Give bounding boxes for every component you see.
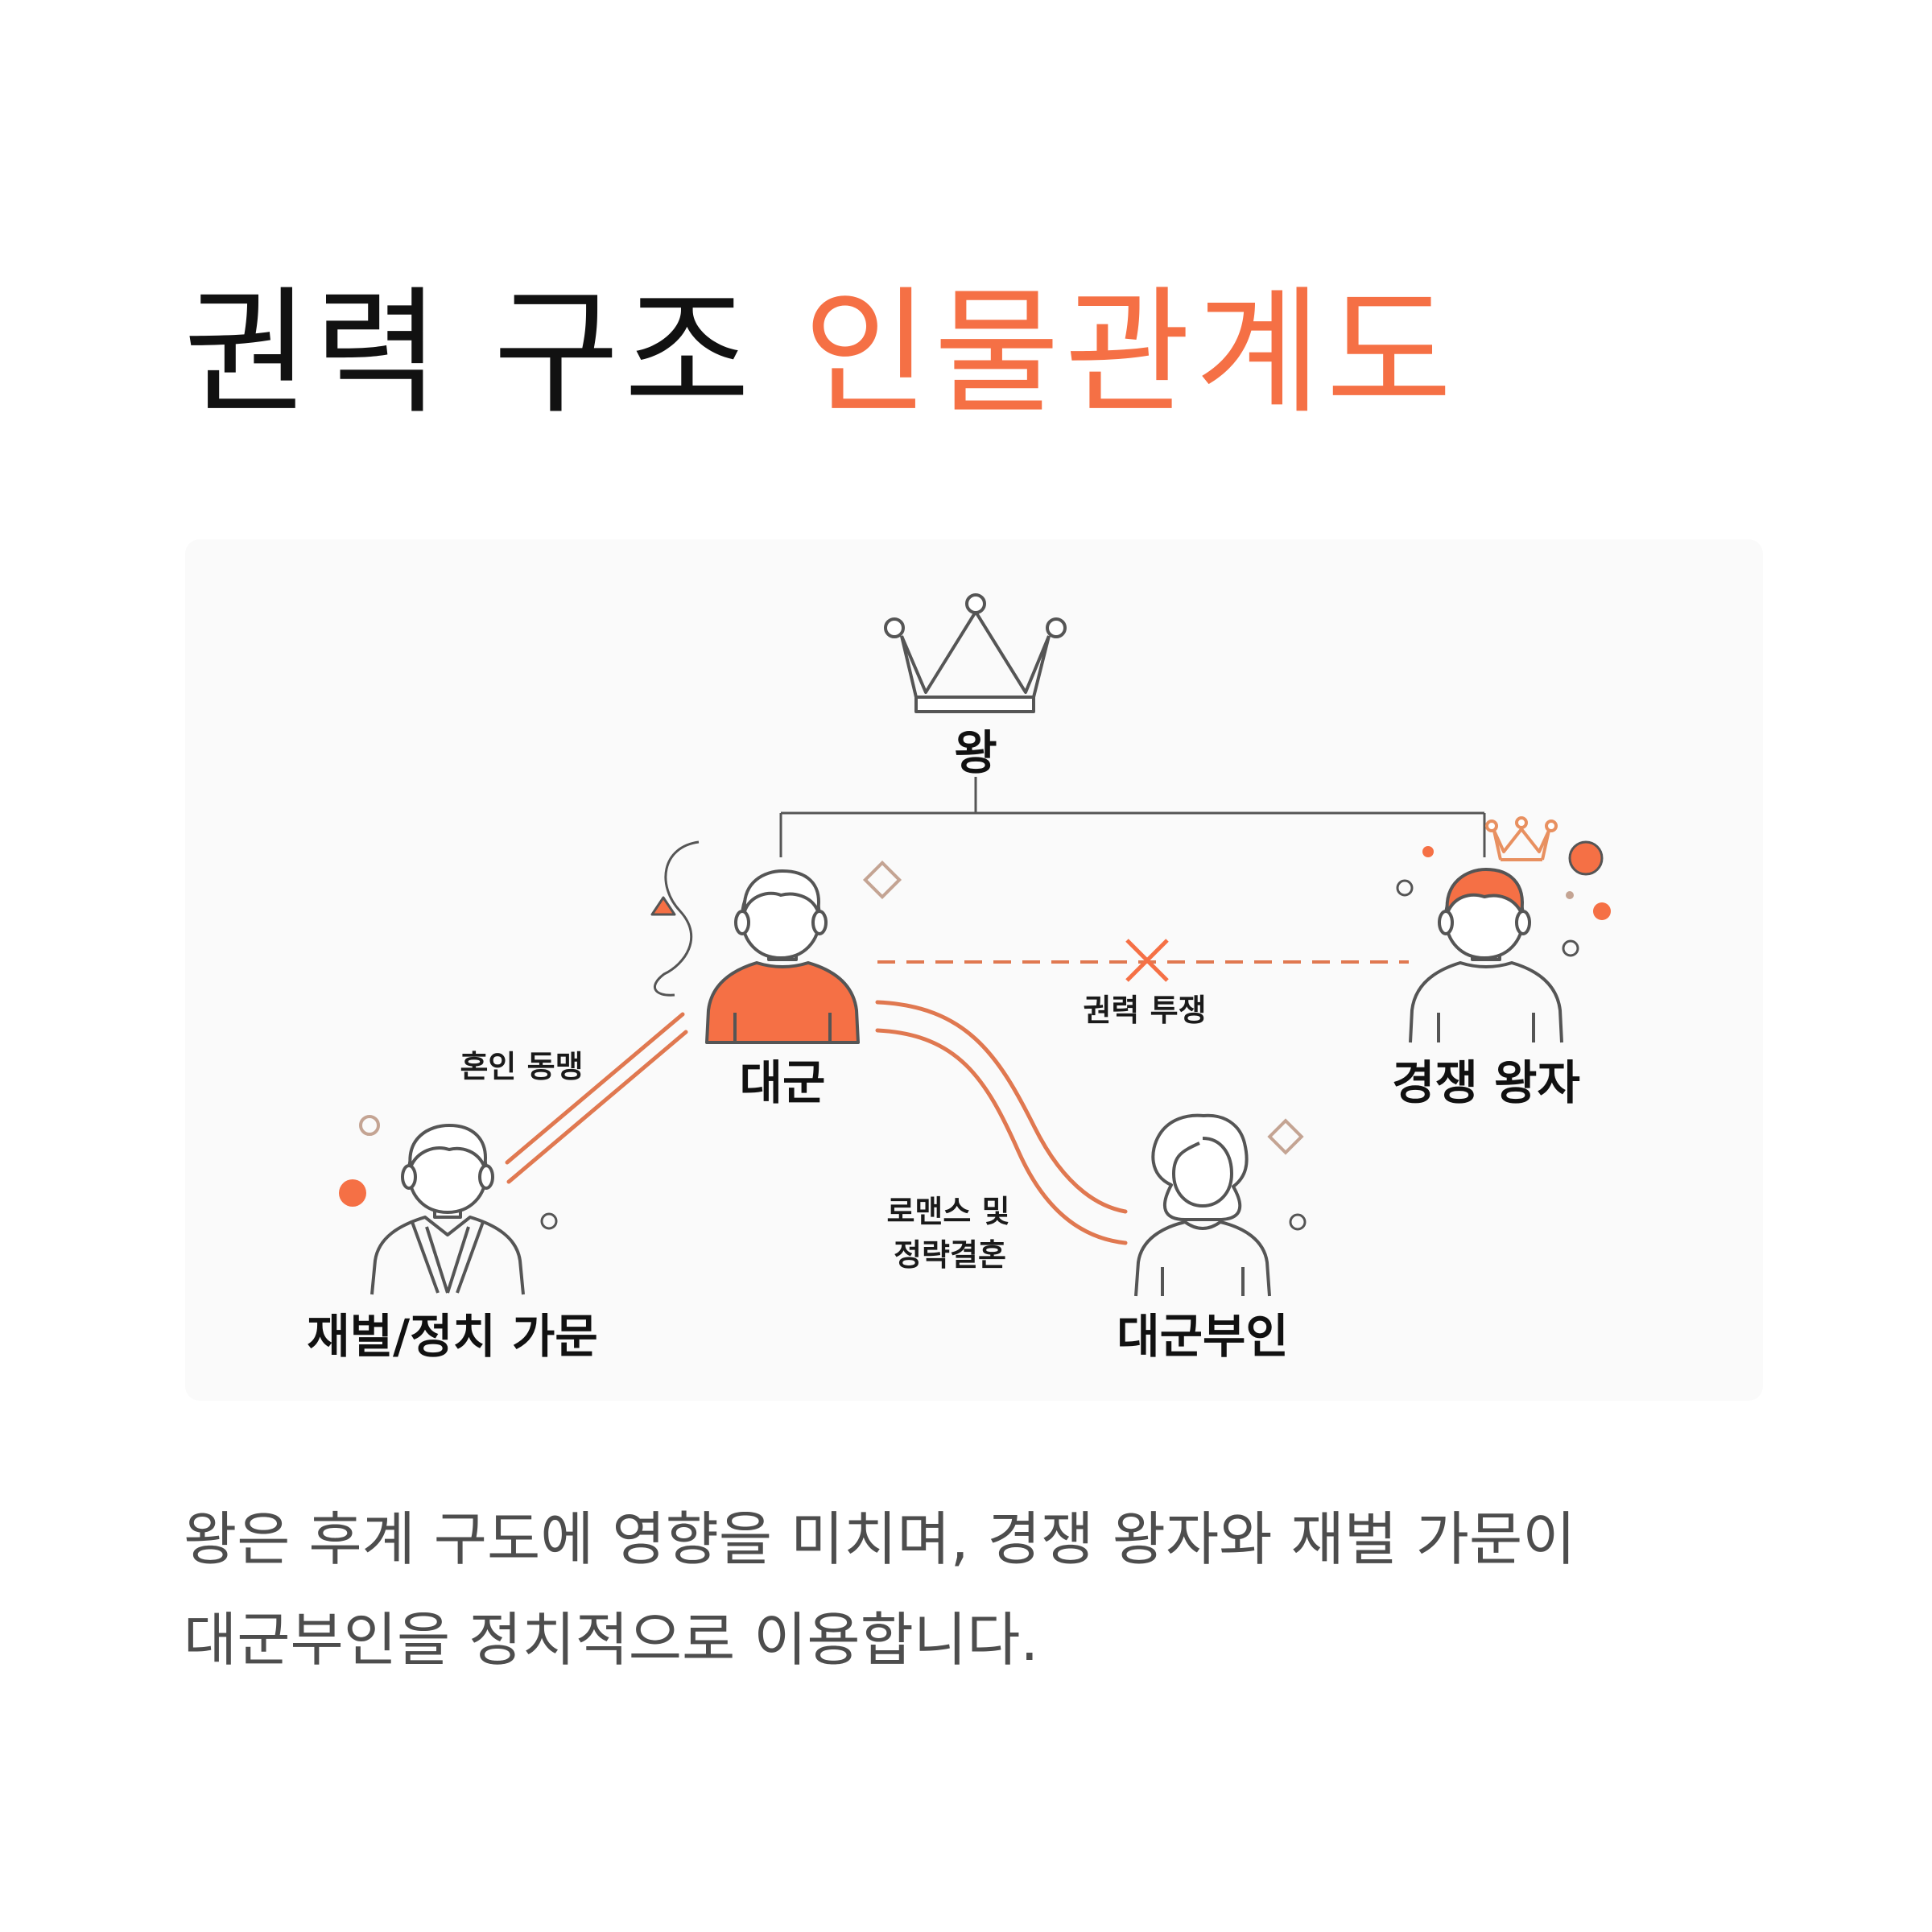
grand-prince-label: 대군 [740,1055,826,1110]
title-accent: 인물관계도 [803,274,1457,433]
rival-prince-label: 경쟁 왕자 [1392,1055,1580,1110]
circle-decoration [1396,879,1414,897]
small-crown-icon [1485,816,1558,861]
grand-prince-icon [705,869,860,1044]
marriage-alliance-edge [505,1012,688,1184]
description-line2: 대군부인을 정치적으로 이용합니다. [184,1606,1039,1674]
description-line1: 왕은 후계 구도에 영향을 미치며, 경쟁 왕자와 재벌 가문이 [184,1505,1576,1573]
dot-decoration [1422,846,1434,857]
crown-icon [884,593,1067,713]
triangle-decoration [650,896,676,916]
page-title: 권력 구조 인물관계도 [184,242,1457,440]
squiggle-decoration [654,840,700,997]
power-struggle-label: 권력 투쟁 [1083,993,1206,1028]
small-dot-decoration [1566,891,1574,899]
romance-edge [875,1000,1128,1245]
marriage-alliance-label: 혼인 동맹 [460,1049,583,1084]
chaebol-icon [370,1124,525,1295]
diamond-decoration [862,860,902,900]
circle-decoration [359,1115,380,1136]
circle-decoration [1562,939,1579,957]
circle-decoration [540,1212,558,1230]
description: 왕은 후계 구도에 영향을 미치며, 경쟁 왕자와 재벌 가문이 대군부인을 정… [184,1489,1761,1690]
power-struggle-edge [877,939,1409,982]
circle-decoration [1289,1213,1307,1231]
diagram-panel [185,539,1763,1401]
chaebol-label: 재벌/정치 가문 [307,1309,598,1364]
title-main: 권력 구조 [184,274,755,433]
dot-decoration [1593,902,1611,920]
princess-consort-icon [1134,1113,1271,1297]
king-label: 왕 [954,725,997,780]
hierarchy-connector [779,777,1486,857]
rival-prince-icon [1409,868,1563,1043]
romance-label-line1: 로맨스 및 [886,1194,1009,1229]
large-dot-decoration [1568,840,1604,876]
romance-label-line2: 정략결혼 [894,1237,1006,1273]
dot-decoration [339,1179,366,1207]
diamond-decoration [1267,1118,1304,1155]
princess-consort-label: 대군부인 [1117,1309,1288,1364]
